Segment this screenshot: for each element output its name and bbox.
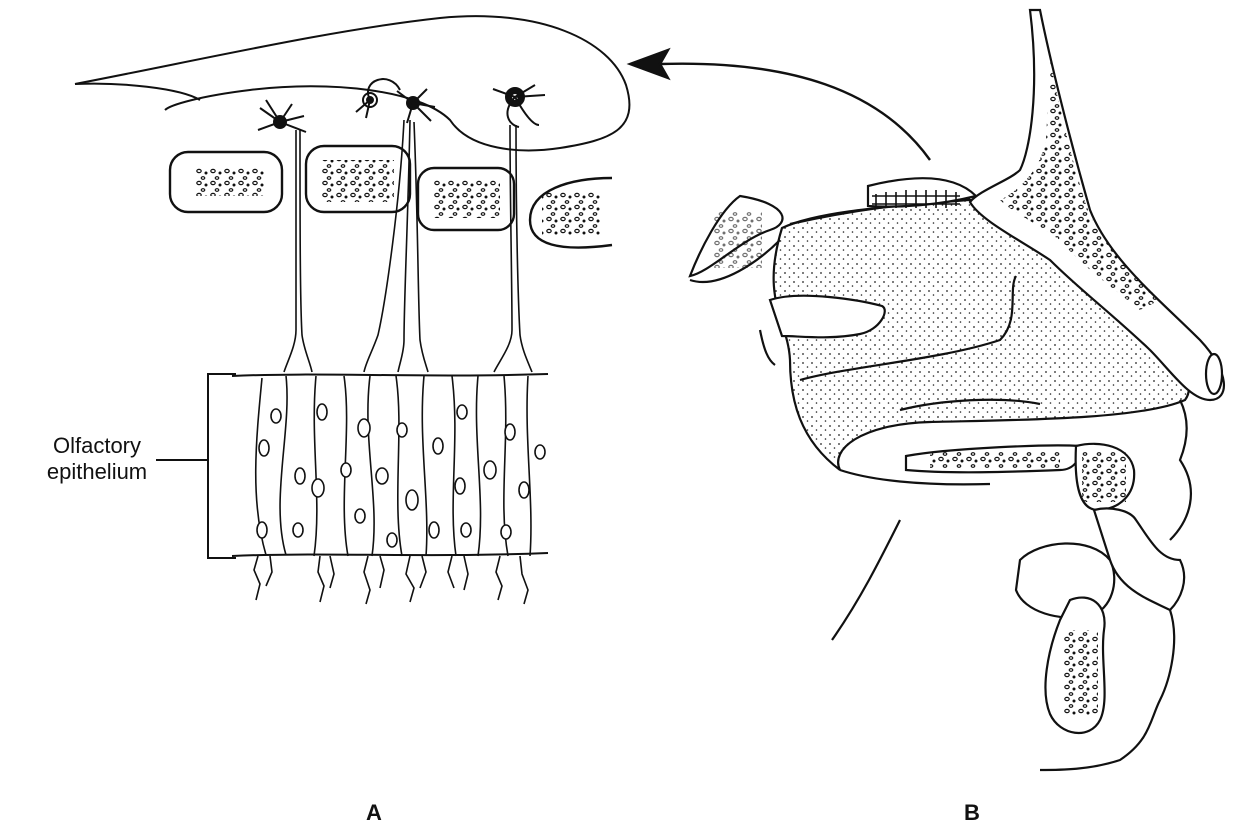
olfactory-receptor-cluster	[872, 190, 960, 208]
panel-b-label: B	[964, 800, 980, 826]
panel-a-label: A	[366, 800, 382, 826]
olfactory-bulb-outline	[75, 16, 629, 150]
epithelium-label-line1: Olfactory	[22, 433, 172, 459]
cribriform-plate	[170, 146, 612, 248]
epithelium-label-line2: epithelium	[22, 459, 172, 485]
connection-arrow	[630, 50, 930, 160]
epithelium-bottom-line	[232, 553, 548, 556]
panel-a-olfactory-bulb	[75, 16, 629, 150]
olfactory-epithelium	[232, 374, 548, 604]
panel-b-nasal-cavity	[690, 10, 1224, 770]
epithelium-label: Olfactory epithelium	[22, 433, 172, 485]
epithelium-top-line	[232, 374, 548, 376]
